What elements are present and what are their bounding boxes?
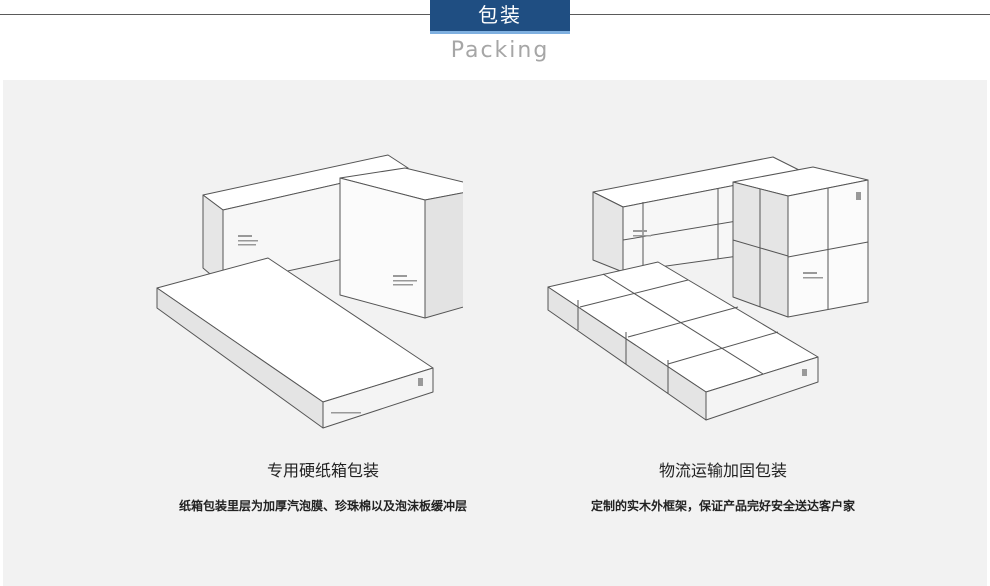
item-caption-wooden: 物流运输加固包装 定制的实木外框架，保证产品完好安全送达客户家	[523, 457, 923, 514]
section-subtitle: Packing	[450, 38, 550, 63]
wooden-crates-icon	[547, 156, 869, 421]
header-divider-right	[570, 14, 990, 15]
section-header: 包装 Packing	[0, 0, 990, 80]
item-caption-cardboard: 专用硬纸箱包装 纸箱包装里层为加厚汽泡膜、珍珠棉以及泡沫板缓冲层	[103, 457, 543, 514]
item-title: 专用硬纸箱包装	[266, 461, 379, 480]
item-description: 定制的实木外框架，保证产品完好安全送达客户家	[590, 499, 855, 513]
content-panel: 专用硬纸箱包装 纸箱包装里层为加厚汽泡膜、珍珠棉以及泡沫板缓冲层 物流运输加固包…	[3, 80, 987, 586]
section-title: 包装	[430, 0, 570, 34]
header-divider-left	[0, 14, 430, 15]
item-description: 纸箱包装里层为加厚汽泡膜、珍珠棉以及泡沫板缓冲层	[178, 499, 467, 513]
cardboard-boxes-icon	[156, 154, 463, 429]
item-title: 物流运输加固包装	[658, 461, 787, 480]
